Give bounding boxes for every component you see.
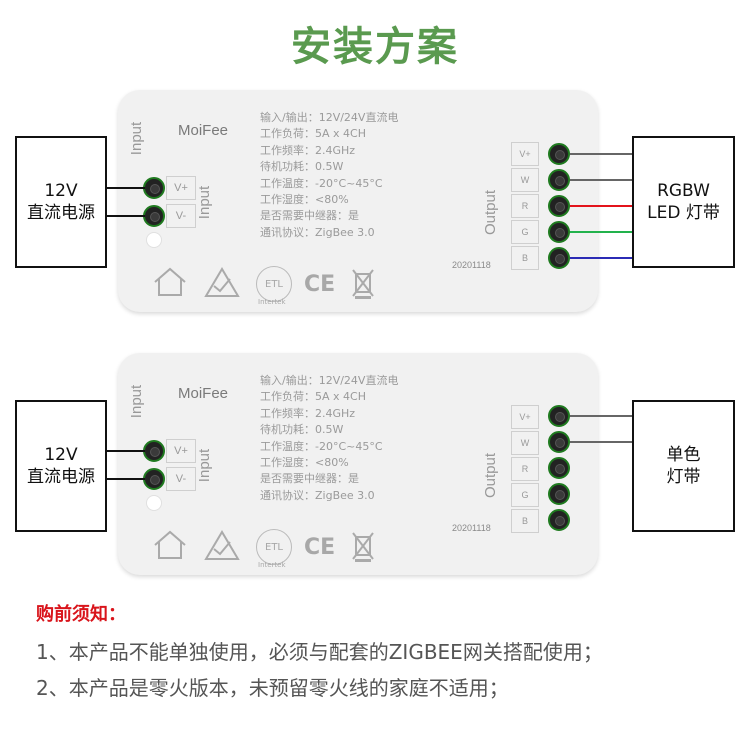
- ce-mark-icon: CE: [304, 535, 336, 560]
- spec-line: 工作湿度：<80%: [260, 193, 349, 207]
- output-pin-vplus: V+: [511, 405, 539, 429]
- mono-label: 单色: [666, 445, 701, 465]
- output-wire-g: [570, 231, 632, 233]
- input-terminal-vminus: [143, 205, 165, 227]
- power-voltage-label: 12V: [44, 445, 78, 465]
- device-date: 20201118: [452, 260, 491, 270]
- output-wire-r: [570, 205, 632, 207]
- output-terminal-r: [548, 195, 570, 217]
- output-pin-b: B: [511, 246, 539, 270]
- page-title: 安装方案: [291, 24, 459, 70]
- notice-title: 购前须知：: [36, 604, 126, 625]
- output-terminal-w: [548, 169, 570, 191]
- input-wire-vminus: [107, 478, 145, 480]
- input-pin-vplus: V+: [166, 439, 196, 463]
- intertek-label: Intertek: [258, 561, 286, 569]
- output-pin-g: G: [511, 220, 539, 244]
- output-wire-w: [570, 179, 632, 181]
- etl-certification-icon: ETL: [256, 529, 292, 565]
- input-wire-vplus: [107, 450, 145, 452]
- output-terminal-g: [548, 483, 570, 505]
- rgbw-label: RGBW: [657, 181, 710, 201]
- spec-line: 工作温度：-20°C~45°C: [260, 439, 383, 453]
- device-specs: 输入/输出：12V/24V直流电 工作负荷：5A x 4CH 工作频率：2.4G…: [260, 110, 398, 241]
- device-specs: 输入/输出：12V/24V直流电 工作负荷：5A x 4CH 工作频率：2.4G…: [260, 373, 398, 504]
- output-terminal-w: [548, 431, 570, 453]
- spec-line: 待机功耗：0.5W: [260, 160, 344, 174]
- rcm-certification-icon: [204, 267, 240, 297]
- etl-certification-icon: ETL: [256, 266, 292, 302]
- power-type-label: 直流电源: [27, 467, 95, 487]
- intertek-label: Intertek: [258, 298, 286, 306]
- led-strip-label: LED 灯带: [647, 203, 720, 223]
- mono-led-strip-box: 单色 灯带: [632, 400, 735, 532]
- device-output-label: Output: [482, 189, 500, 236]
- weee-bin-icon: [352, 269, 374, 299]
- spec-line: 工作负荷：5A x 4CH: [260, 127, 366, 141]
- input-pin-vminus: V-: [166, 204, 196, 228]
- input-wire-vminus: [107, 215, 145, 217]
- spec-line: 工作频率：2.4GHz: [260, 143, 356, 157]
- output-wire-w: [570, 441, 632, 443]
- weee-bin-icon: [352, 532, 374, 562]
- output-pin-r: R: [511, 194, 539, 218]
- output-terminal-b: [548, 247, 570, 269]
- device-input-label: Input: [196, 448, 214, 483]
- output-wire-vplus: [570, 415, 632, 417]
- output-terminal-vplus: [548, 405, 570, 427]
- spec-line: 是否需要中继器：是: [260, 209, 359, 223]
- status-led: [146, 495, 162, 511]
- rcm-certification-icon: [204, 530, 240, 560]
- device-input-top-label: Input: [128, 384, 146, 419]
- input-terminal-vplus: [143, 177, 165, 199]
- power-supply-box: 12V 直流电源: [15, 400, 107, 532]
- spec-line: 通讯协议：ZigBee 3.0: [260, 488, 375, 502]
- output-terminal-vplus: [548, 143, 570, 165]
- device-date: 20201118: [452, 523, 491, 533]
- power-supply-box: 12V 直流电源: [15, 136, 107, 268]
- spec-line: 输入/输出：12V/24V直流电: [260, 111, 399, 124]
- spec-line: 通讯协议：ZigBee 3.0: [260, 225, 375, 239]
- notice-line: 1、本产品不能单独使用，必须与配套的ZIGBEE网关搭配使用；: [36, 640, 603, 664]
- status-led: [146, 232, 162, 248]
- power-type-label: 直流电源: [27, 203, 95, 223]
- output-pin-r: R: [511, 457, 539, 481]
- spec-line: 是否需要中继器：是: [260, 472, 359, 486]
- output-pin-w: W: [511, 168, 539, 192]
- input-wire-vplus: [107, 187, 145, 189]
- output-terminal-b: [548, 509, 570, 531]
- home-icon: [154, 530, 186, 559]
- device-input-label: Input: [196, 185, 214, 220]
- power-voltage-label: 12V: [44, 181, 78, 201]
- spec-line: 工作频率：2.4GHz: [260, 406, 356, 420]
- output-terminal-g: [548, 221, 570, 243]
- device-output-label: Output: [482, 452, 500, 499]
- input-terminal-vminus: [143, 468, 165, 490]
- output-pin-vplus: V+: [511, 142, 539, 166]
- ce-mark-icon: CE: [304, 272, 336, 297]
- device-brand: MoiFee: [178, 385, 229, 402]
- rgbw-led-strip-box: RGBW LED 灯带: [632, 136, 735, 268]
- output-wire-b: [570, 257, 632, 259]
- controller-device-rgbw: Input MoiFee 输入/输出：12V/24V直流电 工作负荷：5A x …: [118, 90, 598, 312]
- home-icon: [154, 267, 186, 296]
- device-brand: MoiFee: [178, 122, 229, 139]
- output-pin-b: B: [511, 509, 539, 533]
- spec-line: 待机功耗：0.5W: [260, 423, 344, 437]
- spec-line: 工作湿度：<80%: [260, 456, 349, 470]
- output-wire-vplus: [570, 153, 632, 155]
- spec-line: 输入/输出：12V/24V直流电: [260, 374, 399, 387]
- spec-line: 工作负荷：5A x 4CH: [260, 390, 366, 404]
- notice-line: 2、本产品是零火版本，未预留零火线的家庭不适用；: [36, 676, 509, 700]
- spec-line: 工作温度：-20°C~45°C: [260, 176, 383, 190]
- strip-label: 灯带: [666, 467, 701, 487]
- output-terminal-r: [548, 457, 570, 479]
- controller-device-mono: Input MoiFee 输入/输出：12V/24V直流电 工作负荷：5A x …: [118, 353, 598, 575]
- input-pin-vplus: V+: [166, 176, 196, 200]
- output-pin-g: G: [511, 483, 539, 507]
- device-input-top-label: Input: [128, 121, 146, 156]
- input-terminal-vplus: [143, 440, 165, 462]
- output-pin-w: W: [511, 431, 539, 455]
- input-pin-vminus: V-: [166, 467, 196, 491]
